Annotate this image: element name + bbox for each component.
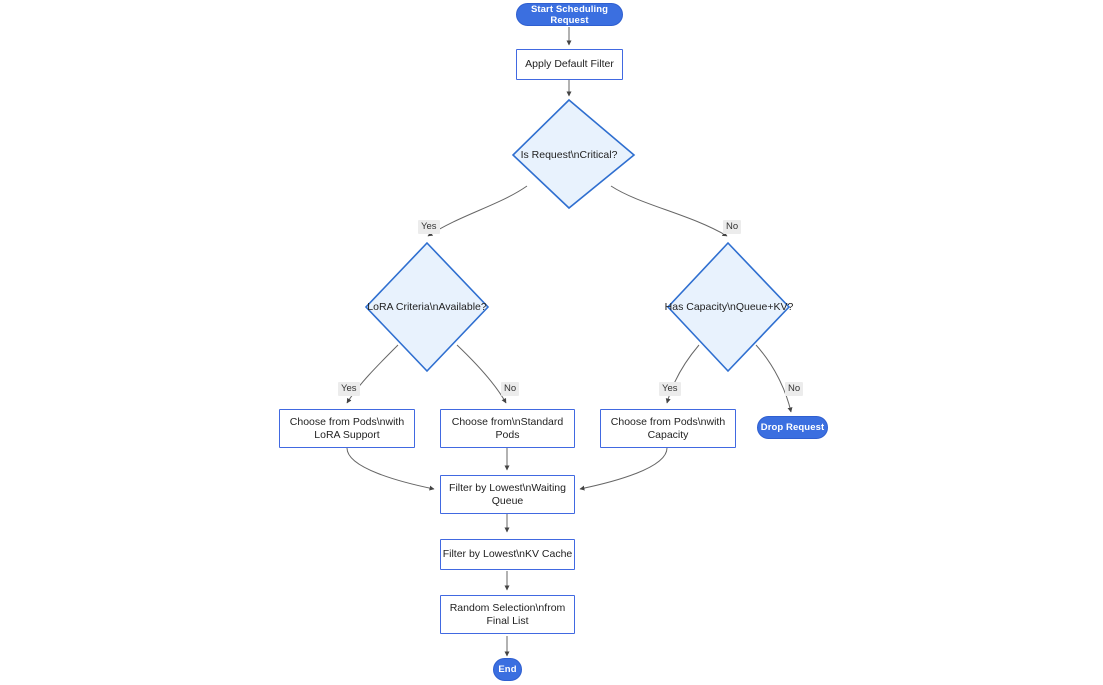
decision-lora-criteria-shape[interactable] [364,241,490,373]
edge-is-critical-no [610,185,728,237]
node-drop-request-label: Drop Request [760,422,825,433]
node-choose-standard-pods-label: Choose from\nStandard Pods [451,415,564,441]
edge-label-lora-no-text: No [504,383,517,394]
node-choose-standard-pods[interactable]: Choose from\nStandard Pods [440,409,575,448]
edge-label-critical-yes: Yes [418,220,440,234]
edge-capacity-yes [665,344,700,404]
edge-is-critical-yes [427,185,528,237]
edge-lora-yes [346,344,399,404]
node-filter-kv-cache-label: Filter by Lowest\nKV Cache [442,548,573,560]
node-drop-request[interactable]: Drop Request [757,416,828,439]
decision-is-critical-shape[interactable] [511,98,636,210]
node-apply-default-filter[interactable]: Apply Default Filter [516,49,623,80]
edge-label-lora-yes: Yes [338,382,360,396]
edge-label-capacity-yes: Yes [659,382,681,396]
edge-pods-lora-to-filter-queue [346,447,435,491]
node-random-selection[interactable]: Random Selection\nfrom Final List [440,595,575,634]
edge-label-capacity-yes-text: Yes [662,383,678,394]
edge-label-capacity-no: No [785,382,804,396]
node-filter-kv-cache[interactable]: Filter by Lowest\nKV Cache [440,539,575,570]
edge-label-critical-no: No [723,220,742,234]
node-choose-pods-capacity-label: Choose from Pods\nwith Capacity [610,415,726,441]
node-choose-pods-capacity[interactable]: Choose from Pods\nwith Capacity [600,409,736,448]
node-filter-waiting-queue-label: Filter by Lowest\nWaiting Queue [449,481,566,507]
node-end-label: End [498,664,517,675]
decision-has-capacity-shape[interactable] [666,241,791,373]
node-random-selection-label: Random Selection\nfrom Final List [449,601,566,627]
edge-label-lora-yes-text: Yes [341,383,357,394]
edge-lora-no [456,344,507,404]
node-choose-pods-lora-label: Choose from Pods\nwith LoRA Support [289,415,405,441]
edge-label-critical-yes-text: Yes [421,221,437,232]
edge-label-critical-no-text: No [726,221,739,232]
node-start[interactable]: Start Scheduling Request [516,3,623,26]
edge-capacity-no [755,344,793,413]
edge-label-lora-no: No [501,382,520,396]
node-start-label: Start Scheduling Request [530,3,609,26]
node-choose-pods-lora[interactable]: Choose from Pods\nwith LoRA Support [279,409,415,448]
node-filter-waiting-queue[interactable]: Filter by Lowest\nWaiting Queue [440,475,575,514]
node-apply-default-filter-label: Apply Default Filter [525,58,614,70]
edge-label-capacity-no-text: No [788,383,801,394]
node-end[interactable]: End [493,658,522,681]
edge-pods-capacity-to-filter-queue [579,447,668,491]
